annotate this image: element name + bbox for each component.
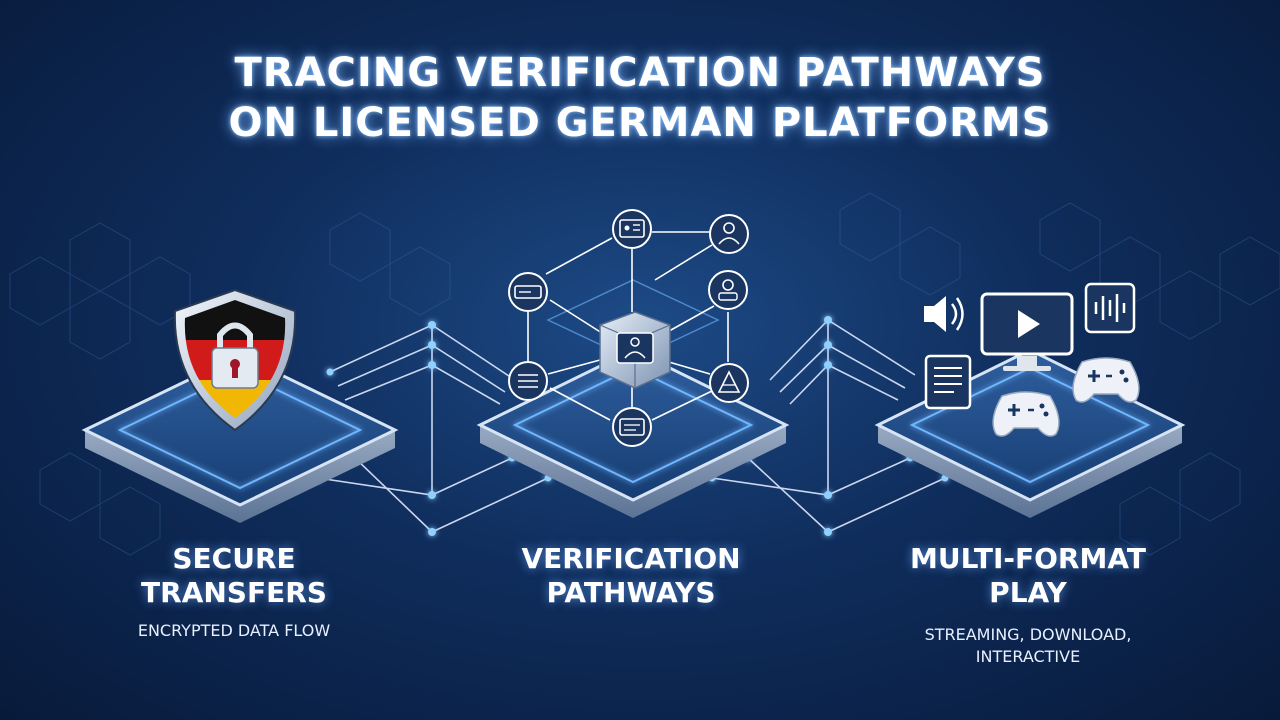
form-node-icon [508,272,548,312]
flag-black-band [184,300,286,340]
multi-format-heading-2: PLAY [989,576,1067,609]
title-line-2: ON LICENSED GERMAN PLATFORMS [228,100,1052,146]
profile-node-icon [708,270,748,310]
monitor-play-icon [980,292,1074,371]
padlock-icon [211,322,259,389]
verification-cube-icon [599,311,671,389]
multi-format-subtitle-2: INTERACTIVE [975,647,1081,666]
user-badge-node-icon [709,214,749,254]
secure-transfers-subtitle: ENCRYPTED DATA FLOW [137,621,331,640]
verification-pathways-label: VERIFICATION PATHWAYS [441,542,821,610]
document-node-icon [612,407,652,447]
gamepad-icon [992,391,1060,437]
verification-pathways-heading-1: VERIFICATION [521,542,741,575]
speaker-icon [924,296,964,332]
multi-format-heading-1: MULTI-FORMAT [910,542,1146,575]
page-title: TRACING VERIFICATION PATHWAYS ON LICENSE… [0,48,1280,148]
secure-transfers-label: SECURE TRANSFERS ENCRYPTED DATA FLOW [44,542,424,642]
document-icon [924,354,972,410]
media-formats-icon [924,282,1140,437]
shield-lock-icon [173,288,297,432]
verification-pathways-heading-2: PATHWAYS [546,576,716,609]
id-card-node-icon [612,209,652,249]
multi-format-play-label: MULTI-FORMAT PLAY STREAMING, DOWNLOAD, I… [838,542,1218,668]
multi-format-subtitle-1: STREAMING, DOWNLOAD, [924,625,1132,644]
gamepad-secondary-icon [1072,357,1140,403]
title-line-1: TRACING VERIFICATION PATHWAYS [234,50,1046,96]
audio-wave-icon [1084,282,1136,334]
secure-transfers-heading-1: SECURE [172,542,296,575]
secure-transfers-platform [81,353,399,523]
verification-network-icon [508,209,749,447]
hierarchy-node-icon [709,363,749,403]
checklist-node-icon [508,361,548,401]
secure-transfers-heading-2: TRANSFERS [141,576,327,609]
hexagon-background-pattern [9,192,1280,556]
